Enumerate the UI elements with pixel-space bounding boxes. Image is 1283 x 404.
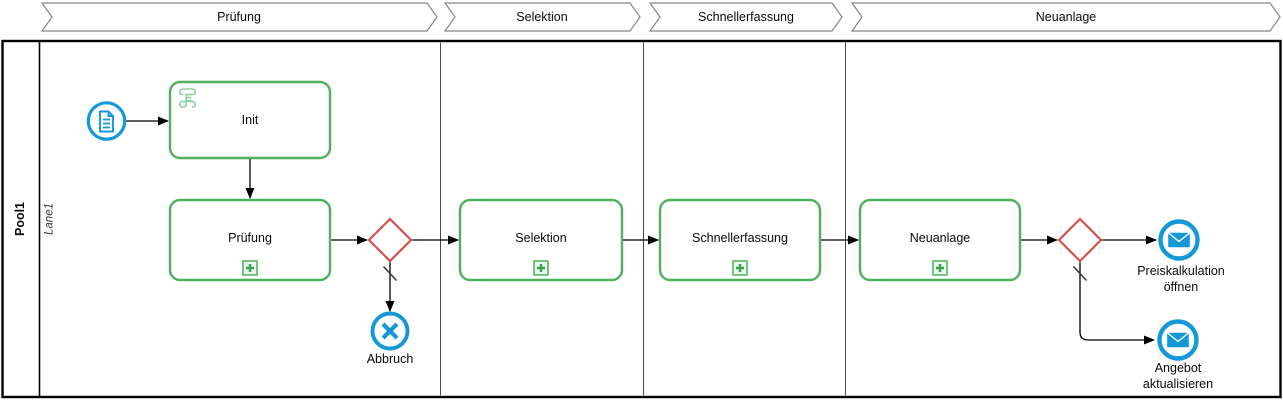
- default-flow-slash-2: [1072, 266, 1088, 281]
- task-pruefung[interactable]: [168, 198, 332, 282]
- envelope-icon: [1166, 231, 1192, 249]
- default-flow-slash-1: [382, 266, 398, 281]
- envelope-icon: [1165, 331, 1191, 349]
- plus-subprocess-icon[interactable]: [533, 260, 549, 276]
- task-neuanlage[interactable]: [858, 198, 1022, 282]
- gateway-1[interactable]: [367, 217, 413, 263]
- end-event-preiskalkulation[interactable]: [1158, 219, 1200, 261]
- milestone-band-selektion[interactable]: [443, 2, 641, 32]
- milestone-band-pruefung[interactable]: [40, 2, 438, 32]
- plus-subprocess-icon[interactable]: [932, 260, 948, 276]
- start-event[interactable]: [86, 101, 127, 141]
- script-icon: [178, 88, 197, 108]
- task-selektion[interactable]: [458, 198, 624, 282]
- cancel-x-icon: [381, 322, 399, 340]
- document-start-icon: [99, 110, 114, 133]
- milestone-band-neuanlage[interactable]: [850, 2, 1281, 32]
- gateway-2[interactable]: [1057, 217, 1103, 263]
- end-event-angebot[interactable]: [1157, 319, 1199, 361]
- plus-subprocess-icon[interactable]: [242, 260, 258, 276]
- end-event-abbruch[interactable]: [370, 311, 410, 351]
- milestone-band-schnellerfassung[interactable]: [648, 2, 843, 32]
- task-schnellerfassung[interactable]: [658, 198, 822, 282]
- task-init[interactable]: [168, 80, 332, 160]
- plus-subprocess-icon[interactable]: [732, 260, 748, 276]
- flow-gateway2-to-angebot: [1079, 261, 1155, 345]
- pool-container[interactable]: [1, 39, 1282, 399]
